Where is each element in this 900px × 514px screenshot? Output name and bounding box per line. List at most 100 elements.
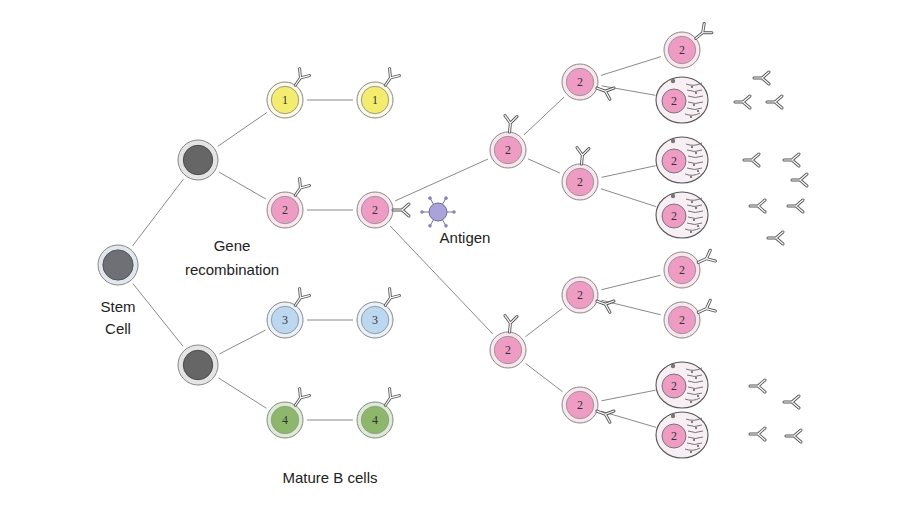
cell-nucleus xyxy=(566,68,593,95)
organelle xyxy=(671,364,675,368)
receptor-outline xyxy=(290,389,309,409)
receptor-outline xyxy=(595,296,614,313)
receptor-outline xyxy=(595,83,614,100)
cell-membrane xyxy=(357,402,393,438)
cell-membrane xyxy=(267,192,303,228)
antibody xyxy=(750,428,765,440)
cell-label: Stem Cell xyxy=(95,296,141,340)
receptor-fill xyxy=(504,116,517,133)
cell-outline xyxy=(97,244,139,286)
ribosome-dot xyxy=(690,401,692,403)
cell-nucleus xyxy=(668,256,695,283)
receptor-fill xyxy=(696,300,716,318)
endoplasmic-reticulum xyxy=(688,437,703,439)
endoplasmic-reticulum xyxy=(685,398,700,400)
cell-label: Antigen xyxy=(440,227,491,249)
lineage-line xyxy=(390,226,493,334)
b-cell: 2 xyxy=(561,163,599,201)
cell-outline xyxy=(658,136,706,184)
ribosome-dot xyxy=(693,439,695,441)
ribosome-dot xyxy=(691,201,693,203)
b-cell: 2 xyxy=(663,251,701,289)
antigen-spike xyxy=(431,220,434,225)
receptor-outline xyxy=(696,250,716,268)
clone-number: 2 xyxy=(679,314,685,326)
cell-nucleus xyxy=(183,145,212,174)
b-cell-receptor xyxy=(393,204,409,216)
antibody xyxy=(784,396,799,408)
clone-number: 2 xyxy=(577,399,583,411)
receptor-outline xyxy=(380,289,399,309)
b-cell: 1 xyxy=(266,81,304,119)
b-cell-receptor xyxy=(290,69,309,89)
ribosome-dot xyxy=(693,389,695,391)
endoplasmic-reticulum xyxy=(688,162,703,164)
receptor-outline xyxy=(290,69,309,89)
caption-label: Gene recombination xyxy=(177,234,287,282)
ribosome-dot xyxy=(690,116,692,118)
receptor-fill xyxy=(290,69,309,89)
antigen-spike xyxy=(443,199,446,204)
antigen-spike xyxy=(423,212,429,213)
cell-nucleus xyxy=(183,350,212,379)
ribosome-dot xyxy=(697,395,699,397)
endoplasmic-reticulum xyxy=(687,375,702,377)
clone-number: 2 xyxy=(671,95,677,107)
cell-nucleus xyxy=(494,336,521,363)
receptor-fill xyxy=(576,148,589,165)
ribosome-dot xyxy=(697,225,699,227)
cell-nucleus xyxy=(361,86,388,113)
cell-nucleus xyxy=(361,196,388,223)
b-cell: 3 xyxy=(266,301,304,339)
endoplasmic-reticulum xyxy=(687,393,702,395)
lineage-line xyxy=(307,100,353,101)
cell-nucleus xyxy=(566,281,593,308)
cell-membrane xyxy=(357,192,393,228)
lineage-line xyxy=(133,179,184,246)
lineage-line xyxy=(219,172,266,199)
endoplasmic-reticulum xyxy=(686,83,702,85)
receptor-fill xyxy=(696,250,716,268)
cell-membrane xyxy=(98,245,138,285)
antigen-epitope xyxy=(428,196,432,200)
cell-membrane xyxy=(664,252,700,288)
cell-membrane xyxy=(664,302,700,338)
antibody xyxy=(786,430,801,442)
receptor-fill xyxy=(290,179,309,199)
cell-membrane xyxy=(267,82,303,118)
clone-number: 2 xyxy=(671,380,677,392)
receptor-fill xyxy=(290,389,309,409)
organelle xyxy=(671,414,675,418)
endoplasmic-reticulum xyxy=(687,108,702,110)
ribosome-dot xyxy=(690,231,692,233)
cell-nucleus xyxy=(566,168,593,195)
receptor-fill xyxy=(595,83,614,100)
receptor-outline xyxy=(696,300,716,318)
clone-number: 2 xyxy=(671,210,677,222)
receptor-fill xyxy=(380,389,399,409)
b-cell: 2 xyxy=(266,191,304,229)
b-cell-receptor xyxy=(380,389,399,409)
cell-membrane xyxy=(562,387,598,423)
b-cell-receptor xyxy=(504,316,517,333)
receptor-fill xyxy=(380,289,399,309)
lineage-line xyxy=(307,420,353,421)
cell-nucleus xyxy=(361,306,388,333)
cell-nucleus xyxy=(566,391,593,418)
cell-outline xyxy=(658,361,706,409)
clone-number: 2 xyxy=(577,76,583,88)
progenitor-cell xyxy=(177,344,219,386)
lineage-line xyxy=(218,378,266,408)
antigen-epitope xyxy=(452,210,456,214)
lineage-line xyxy=(602,166,656,178)
lineage-line xyxy=(218,112,267,146)
clone-number: 4 xyxy=(372,414,378,426)
b-cell: 2 xyxy=(489,131,527,169)
cell-nucleus xyxy=(361,406,388,433)
lineage-line xyxy=(524,97,564,135)
b-cell-receptor xyxy=(290,389,309,409)
antibody xyxy=(792,174,807,186)
ribosome-dot xyxy=(695,377,697,379)
b-cell-receptor xyxy=(696,250,716,268)
b-cell-receptor xyxy=(380,289,399,309)
